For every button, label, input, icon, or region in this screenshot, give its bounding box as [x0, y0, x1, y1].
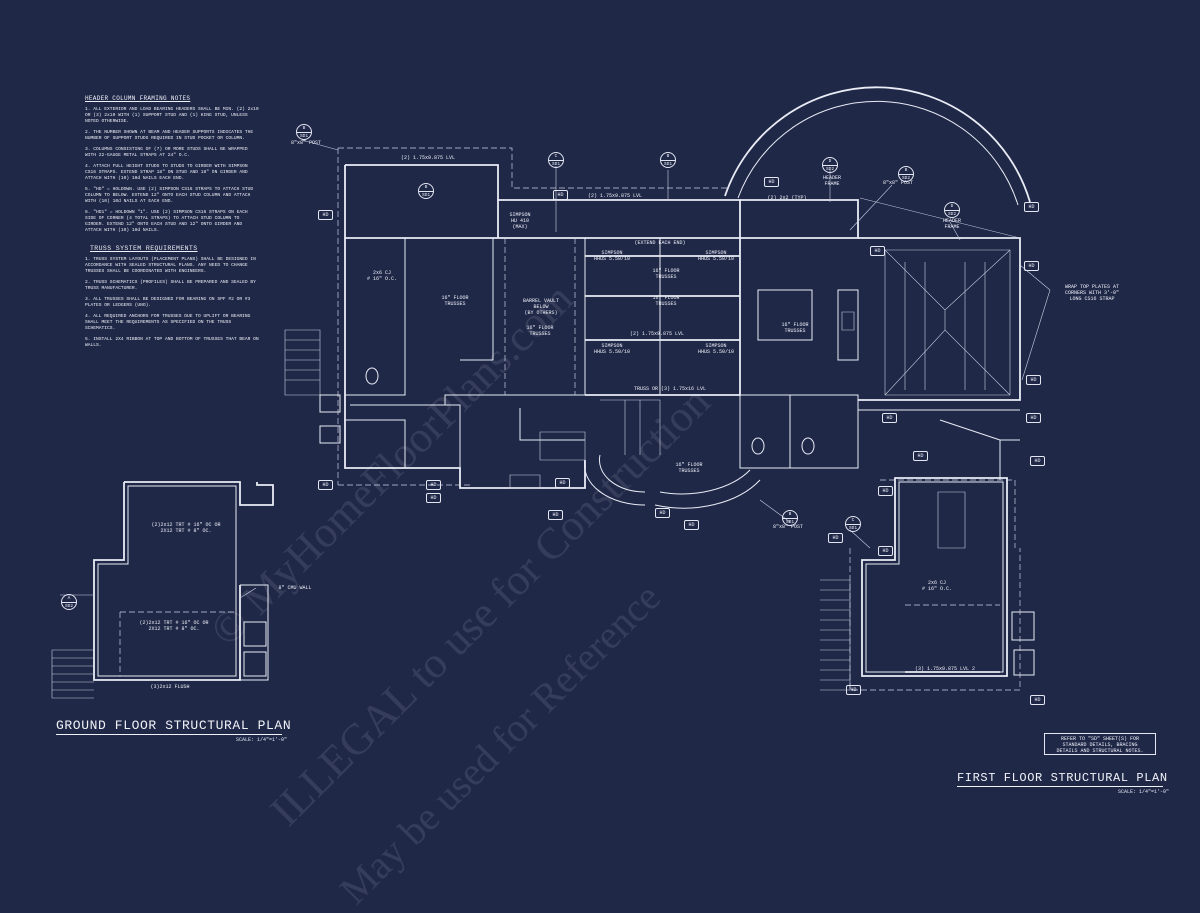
floor-trusses-label-stair: 16" FLOOR TRUSSES — [675, 462, 703, 474]
holdown-tag: HD — [882, 413, 897, 423]
first-scale-label: SCALE: 1/4"=1'-0" — [1118, 789, 1170, 795]
truss-note-1: 1. TRUSS SYSTEM LAYOUTS (PLACEMENT PLANS… — [85, 257, 256, 274]
cmu-wall-label: 8" CMU WALL — [278, 585, 312, 591]
first-title-underline — [957, 786, 1163, 787]
truss-note-4: 4. ALL REQUIRED ANCHORS FOR TRUSSES DUE … — [85, 314, 251, 331]
header-note-3: 3. COLUMNS CONSISTING OF (7) OR MORE STU… — [85, 147, 248, 158]
holdown-tag: HD — [846, 685, 861, 695]
floor-trusses-label-d: 16" FLOOR TRUSSES — [526, 325, 554, 337]
holdown-tag: HD — [1024, 202, 1039, 212]
holdown-tag: HD — [878, 546, 893, 556]
holdown-tag: HD — [1030, 695, 1045, 705]
holdown-tag: HD — [684, 520, 699, 530]
holdown-tag: HD — [828, 533, 843, 543]
holdown-tag: HD — [764, 177, 779, 187]
holdown-tag: HD — [548, 510, 563, 520]
simpson-label-a: SIMPSON HHUS 5.50/10 — [593, 250, 630, 262]
holdown-tag: HD — [426, 480, 441, 490]
floor-trusses-label-a: 16" FLOOR TRUSSES — [652, 268, 680, 280]
holdown-tag: HD — [426, 493, 441, 503]
extend-label: (EXTEND EACH END) — [634, 240, 686, 246]
simpson-label-c: SIMPSON HHUS 5.50/10 — [593, 343, 630, 355]
header-note-4: 4. ATTACH FULL HEIGHT STUDS TO STUDS TO … — [85, 164, 248, 181]
barrel-vault-label: BARREL VAULT BELOW (BY OTHERS) — [522, 298, 559, 316]
truss-note-3: 3. ALL TRUSSES SHALL BE DESIGNED FOR BEA… — [85, 297, 251, 308]
simpson-hu-label: SIMPSON HU 410 (MAX) — [509, 212, 531, 230]
truss-notes-title: TRUSS SYSTEM REQUIREMENTS — [90, 245, 198, 252]
holdown-tag: HD — [655, 508, 670, 518]
holdown-tag: HD — [555, 478, 570, 488]
ground-scale-label: SCALE: 1/4"=1'-0" — [236, 737, 288, 743]
header-note-1: 1. ALL EXTERIOR AND LOAD BEARING HEADERS… — [85, 107, 259, 124]
header-frame-label-b: HEADER FRAME — [942, 218, 961, 230]
header-notes-title: HEADER COLUMN FRAMING NOTES — [85, 95, 191, 102]
truss-note-5: 5. INSTALL 2X4 RIBBON AT TOP AND BOTTOM … — [85, 337, 259, 348]
lvl-label-mid: (2) 1.75x9.875 LVL — [629, 331, 684, 337]
header-frame-label-a: HEADER FRAME — [822, 175, 841, 187]
holdown-tag: HD — [870, 246, 885, 256]
simpson-label-d: SIMPSON HHUS 5.50/10 — [697, 343, 734, 355]
truss-note-2: 2. TRUSS SCHEMATICS (PROFILES) SHALL BE … — [85, 280, 256, 291]
header-note-2: 2. THE NUMBER SHOWN AT BEAM AND HEADER S… — [85, 130, 254, 141]
wrap-strap-note: WRAP TOP PLATES AT CORNERS WITH 3'-0" LO… — [1064, 284, 1119, 302]
post-label-b: 8"x8" POST — [882, 180, 913, 186]
ground-trt-label-a: (2)2x12 TRT # 16" OC OR 2X12 TRT # 8" OC… — [151, 522, 221, 534]
ceiling-joist-label-b: 2x6 CJ # 16" O.C. — [921, 580, 952, 592]
garage-lvl-label: (3) 1.75x9.875 LVL 2 — [914, 666, 975, 672]
holdown-tag: HD — [553, 190, 568, 200]
ground-trt-label-b: (2)2x12 TRT # 16" OC OR 2X12 TRT # 8" OC… — [139, 620, 209, 632]
floor-trusses-label-e: 16" FLOOR TRUSSES — [781, 322, 809, 334]
framing-notes: HEADER COLUMN FRAMING NOTES 1. ALL EXTER… — [85, 96, 260, 354]
simpson-label-b: SIMPSON HHUS 5.50/10 — [697, 250, 734, 262]
joist-label: (2) 2x2 (TYP) — [767, 195, 807, 201]
holdown-tag: HD — [318, 480, 333, 490]
garage-wing-plan — [820, 477, 1035, 691]
holdown-tag: HD — [318, 210, 333, 220]
holdown-tag: HD — [1024, 261, 1039, 271]
lvl-label-top: (2) 1.75x9.875 LVL — [400, 155, 455, 161]
holdown-tag: HD — [878, 486, 893, 496]
holdown-tag: HD — [1026, 375, 1041, 385]
floor-trusses-label-b: 16" FLOOR TRUSSES — [441, 295, 469, 307]
truss-or-lvl-label: TRUSS OR (3) 1.75x16 LVL — [633, 386, 706, 392]
ceiling-joist-label-a: 2x6 CJ # 16" O.C. — [366, 270, 397, 282]
header-note-5: 5. "HD" = HOLDOWN. USE (2) SIMPSON CS16 … — [85, 187, 254, 204]
floor-trusses-label-c: 16" FLOOR TRUSSES — [652, 295, 680, 307]
holdown-tag: HD — [913, 451, 928, 461]
holdown-tag: HD — [1026, 413, 1041, 423]
post-label-c: 8"x8" POST — [772, 524, 803, 530]
post-label-a: 8"x8" POST — [290, 140, 321, 146]
ground-title-underline — [56, 734, 282, 735]
ground-floor-title: GROUND FLOOR STRUCTURAL PLAN — [56, 718, 292, 733]
lvl-label-upper: (2) 1.75x9.875 LVL — [587, 193, 642, 199]
first-floor-title: FIRST FLOOR STRUCTURAL PLAN — [957, 771, 1168, 785]
flush-beam-label: (3)2x12 FLUSH — [150, 684, 190, 690]
holdown-tag: HD — [1030, 456, 1045, 466]
reference-note-box: REFER TO "SD" SHEET(S) FOR STANDARD DETA… — [1044, 733, 1156, 755]
first-floor-plan — [284, 86, 1031, 509]
header-note-6: 6. "HD1" = HOLDOWN "1". USE (2) SIMPSON … — [85, 210, 248, 233]
